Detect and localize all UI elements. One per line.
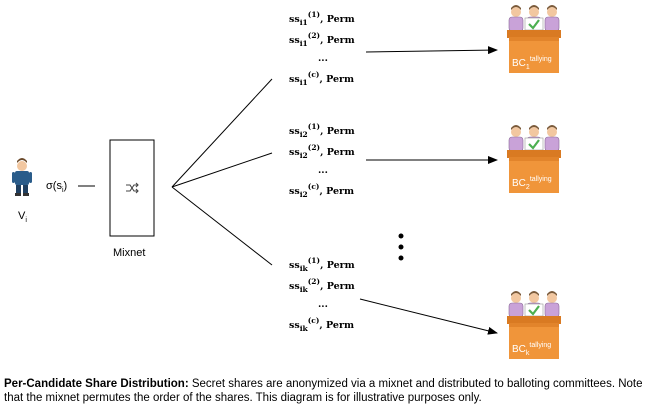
fan-line-1	[171, 78, 273, 188]
voter-label: Vi	[18, 210, 27, 224]
share-label: ssik(1), Perm	[289, 256, 355, 273]
share-label: ssik(2), Perm	[289, 277, 355, 294]
caption-title: Per-Candidate Share Distribution:	[4, 378, 189, 390]
fan-line-3	[171, 186, 273, 266]
share-label: ...	[318, 53, 328, 64]
share-groups: ssi1(1), Perm ssi1(2), Perm... ssi1(c), Pe…	[289, 10, 355, 333]
sigma-label: σ(si)	[46, 180, 67, 194]
share-label: ssi2(c), Perm	[289, 182, 354, 199]
arrow-to-committee-k	[359, 298, 498, 335]
shuffle-icon	[126, 182, 139, 194]
share-label: ...	[318, 165, 328, 176]
committee-label: BC1tallying	[512, 56, 552, 71]
voter-icon	[12, 158, 32, 196]
figure-caption: Per-Candidate Share Distribution: Secret…	[4, 377, 656, 405]
caption-text: Secret shares are anonymized via a mixne…	[4, 378, 643, 404]
arrow-to-committee-1	[365, 46, 498, 55]
committee-label: BCktallying	[512, 342, 551, 357]
share-label: ssi2(2), Perm	[289, 143, 355, 160]
fan-line-2	[171, 152, 273, 188]
ballot-committee-icon	[507, 291, 561, 359]
ballot-committee-icon	[507, 5, 561, 73]
ellipsis-dot	[398, 233, 404, 239]
ellipsis-dot	[398, 255, 404, 261]
share-label: ssi1(2), Perm	[289, 31, 355, 48]
share-label: ...	[318, 299, 328, 310]
share-label: ssi1(c), Perm	[289, 70, 354, 87]
share-label: ssik(c), Perm	[289, 316, 354, 333]
share-label: ssi1(1), Perm	[289, 10, 355, 27]
mixnet-label: Mixnet	[113, 247, 145, 259]
ellipsis-dot	[398, 244, 404, 250]
committee-label: BC2tallying	[512, 176, 552, 191]
ballot-committee-icon	[507, 125, 561, 193]
share-label: ssi2(1), Perm	[289, 122, 355, 139]
